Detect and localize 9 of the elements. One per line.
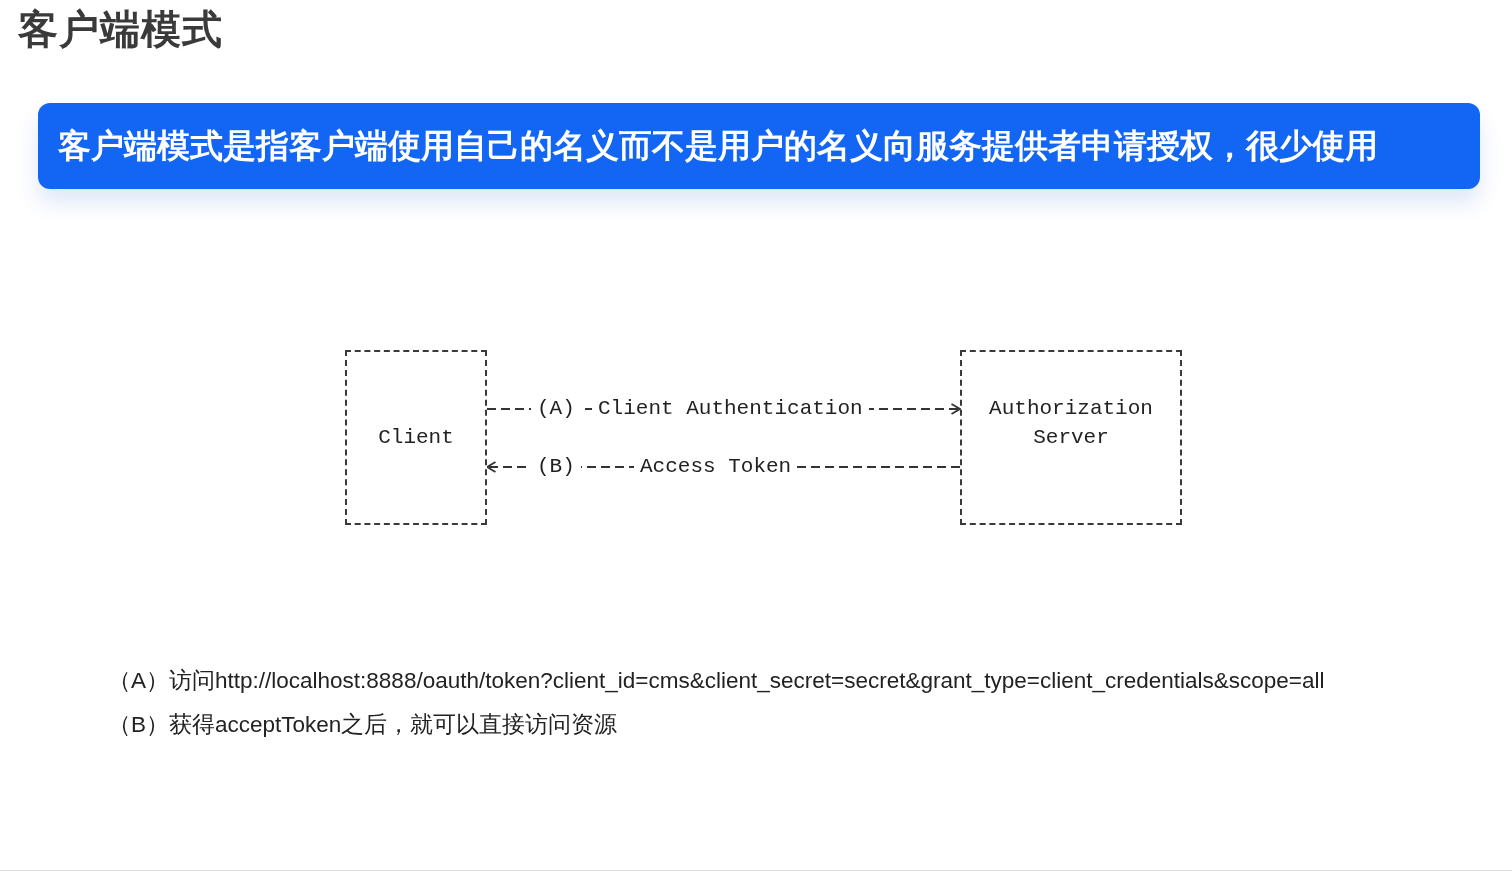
dashed-box [345,350,487,525]
box-label: Authorization Server [988,396,1154,451]
note-text: （B）获得acceptToken之后，就可以直接访问资源 [108,711,618,739]
box-label: Client [378,425,454,451]
page-title: 客户端模式 [18,6,223,53]
banner-text: 客户端模式是指客户端使用自己的名义而不是用户的名义向服务提供者申请授权，很少使用 [58,126,1378,166]
note-text: （A）访问http://localhost:8888/oauth/token?client_id=cms&client_secret=secret&grant_type=client_credentials&scope=all [108,667,1325,695]
dashed-box [960,350,1182,525]
info-banner [38,103,1480,189]
